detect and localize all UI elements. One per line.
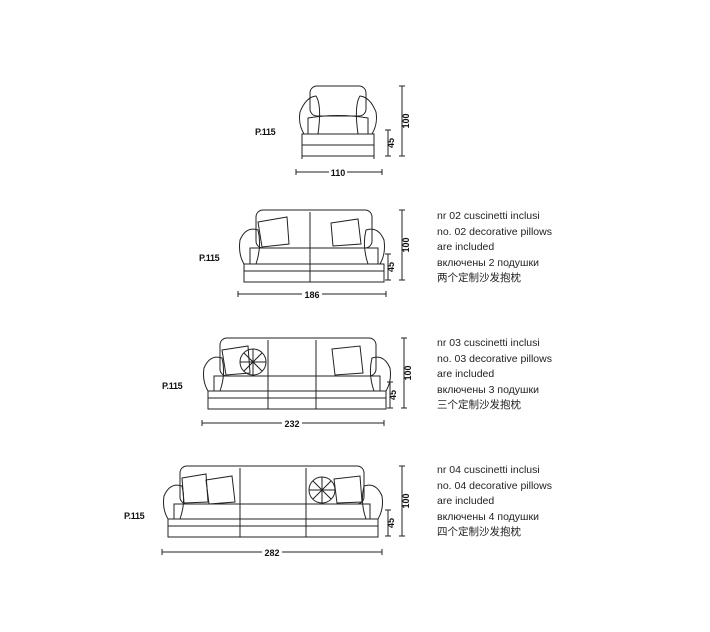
product-code: P.115 [199, 253, 220, 263]
width-dimension: 186 [304, 290, 319, 300]
height-dimension: 100 [401, 493, 411, 508]
height-dimension: 100 [401, 113, 411, 128]
width-dimension: 282 [264, 548, 279, 558]
pillow-note: nr 03 cuscinetti inclusi no. 03 decorati… [437, 337, 552, 411]
seat-height-dimension: 45 [386, 262, 396, 272]
seat-height-dimension: 45 [386, 138, 396, 148]
pillow-note: nr 04 cuscinetti inclusi no. 04 decorati… [437, 464, 552, 538]
width-dimension: 110 [331, 168, 346, 178]
product-code: P.115 [255, 127, 276, 137]
height-dimension: 100 [401, 237, 411, 252]
seat-height-dimension: 45 [388, 390, 398, 400]
width-dimension: 232 [284, 419, 299, 429]
product-code: P.115 [124, 511, 145, 521]
height-dimension: 100 [403, 365, 413, 380]
pillow-note: nr 02 cuscinetti inclusi no. 02 decorati… [437, 210, 552, 284]
product-code: P.115 [162, 381, 183, 391]
seat-height-dimension: 45 [386, 518, 396, 528]
